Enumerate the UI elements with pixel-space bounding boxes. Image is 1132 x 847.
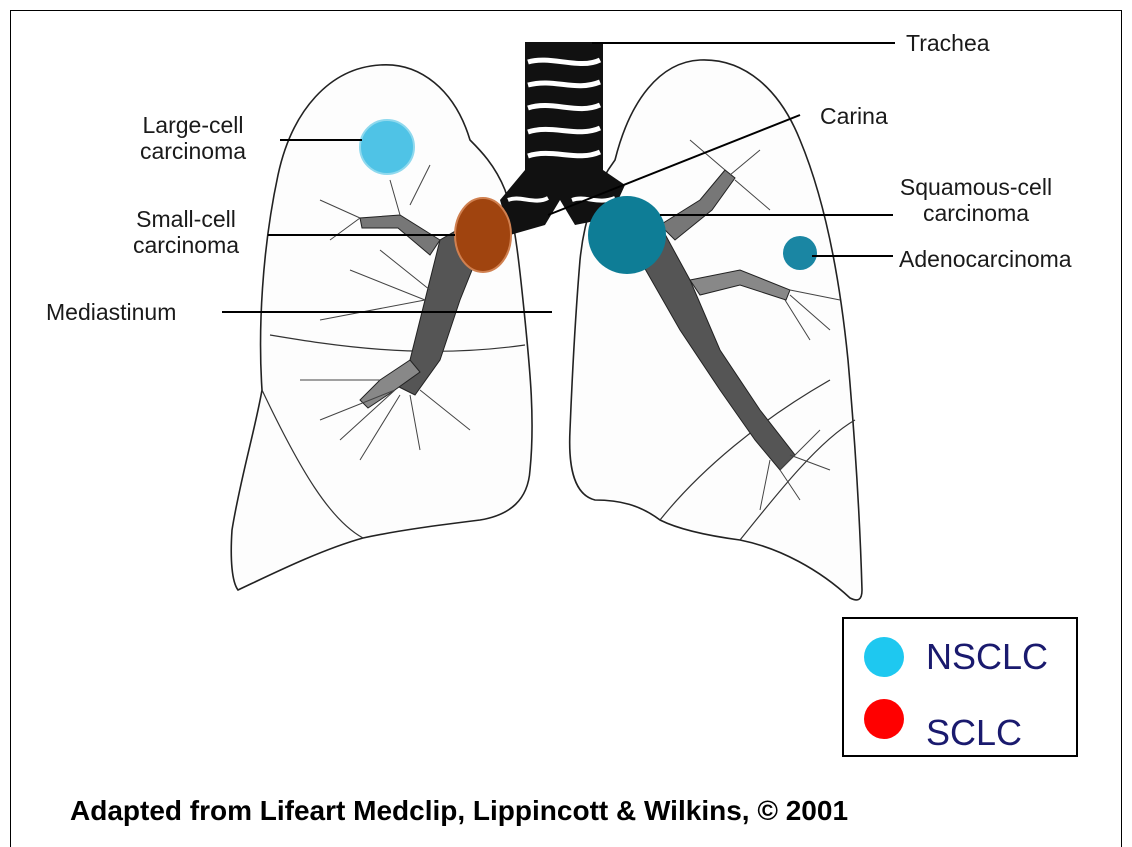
large-cell-tumor (360, 120, 414, 174)
legend-sclc-label: SCLC (926, 713, 1022, 753)
label-small-cell-line2: carcinoma (101, 232, 271, 258)
label-squamous-line2: carcinoma (876, 200, 1076, 226)
label-mediastinum: Mediastinum (46, 299, 176, 325)
label-squamous: Squamous-cell carcinoma (876, 174, 1076, 226)
label-small-cell: Small-cell carcinoma (101, 206, 271, 258)
legend: NSCLC SCLC (842, 617, 1078, 757)
legend-nsclc-dot (864, 637, 904, 677)
label-small-cell-line1: Small-cell (101, 206, 271, 232)
legend-sclc-dot (864, 699, 904, 739)
legend-nsclc-label: NSCLC (926, 637, 1048, 677)
adeno-tumor (783, 236, 817, 270)
label-large-cell-line1: Large-cell (128, 112, 258, 138)
label-large-cell: Large-cell carcinoma (128, 112, 258, 164)
label-carina: Carina (820, 103, 888, 129)
small-cell-tumor (455, 198, 511, 272)
caption: Adapted from Lifeart Medclip, Lippincott… (70, 795, 848, 827)
label-adenocarcinoma: Adenocarcinoma (899, 246, 1072, 272)
right-lung-outline (570, 60, 862, 600)
label-squamous-line1: Squamous-cell (876, 174, 1076, 200)
label-large-cell-line2: carcinoma (128, 138, 258, 164)
label-trachea: Trachea (906, 30, 990, 56)
squamous-tumor (588, 196, 666, 274)
